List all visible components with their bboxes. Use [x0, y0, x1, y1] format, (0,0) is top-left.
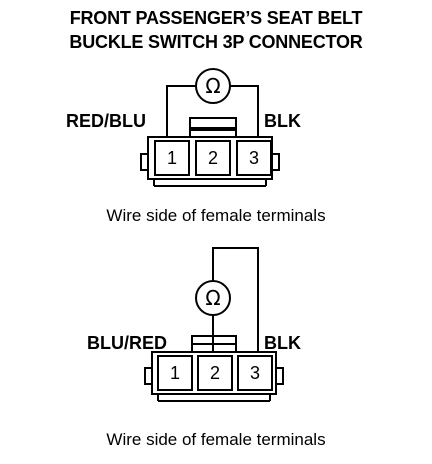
bottom-probe-leads [212, 247, 259, 352]
bottom-cavity-1 [157, 355, 193, 391]
bottom-cavity-3 [237, 355, 273, 391]
top-pin-2-label: 2 [208, 148, 218, 168]
top-probe-leads [166, 85, 259, 137]
bottom-left-wire-label: BLU/RED [87, 333, 167, 353]
bottom-ohmmeter-icon: Ω [195, 280, 231, 316]
top-pin-3-label: 3 [249, 148, 259, 168]
top-cavity-3 [236, 140, 272, 176]
top-ohm-symbol: Ω [205, 74, 220, 98]
bottom-pin-1-label: 1 [170, 363, 180, 383]
bottom-cavity-2 [197, 355, 233, 391]
top-connector-diagram: Ω 1 2 3 [140, 68, 280, 187]
bottom-caption: Wire side of female terminals [106, 430, 326, 449]
top-pin-1-label: 1 [167, 148, 177, 168]
top-left-wire-label: RED/BLU [66, 111, 146, 131]
title-line-2: BUCKLE SWITCH 3P CONNECTOR [69, 32, 363, 52]
top-caption: Wire side of female terminals [106, 206, 326, 225]
bottom-connector-diagram: Ω 1 2 3 [144, 247, 284, 402]
bottom-connector-body [144, 335, 284, 402]
top-cavity-1 [154, 140, 190, 176]
top-right-wire-label: BLK [264, 111, 301, 131]
bottom-pin-2-label: 2 [210, 363, 220, 383]
bottom-pin-3-label: 3 [250, 363, 260, 383]
bottom-ohm-symbol: Ω [205, 286, 220, 310]
title-line-1: FRONT PASSENGER’S SEAT BELT [69, 8, 363, 28]
top-ohmmeter-icon: Ω [195, 68, 231, 104]
bottom-right-wire-label: BLK [264, 333, 301, 353]
top-connector-body [140, 117, 280, 187]
top-cavity-2 [195, 140, 231, 176]
